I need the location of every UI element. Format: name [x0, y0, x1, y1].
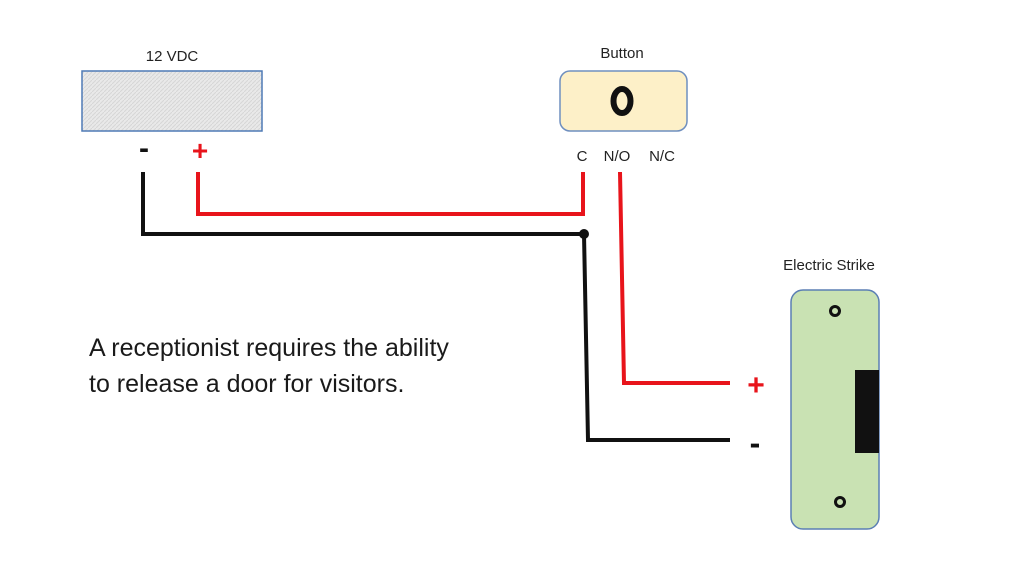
button-terminal-c-label: C: [577, 148, 588, 165]
wire-negative-supply: [141, 172, 584, 236]
caption-line-2: to release a door for visitors.: [89, 370, 405, 398]
push-button-icon: [610, 86, 634, 116]
power-supply-negative-label: -: [139, 132, 149, 165]
electric-strike-label: Electric Strike: [783, 257, 875, 274]
strike-keeper-slot: [855, 370, 879, 453]
push-button-box[interactable]: [559, 70, 688, 132]
strike-negative-label: -: [750, 425, 761, 461]
power-supply-label: 12 VDC: [146, 48, 199, 65]
strike-screw-hole-bottom: [834, 496, 846, 508]
caption-text: A receptionist requires the ability to r…: [89, 330, 549, 402]
button-label: Button: [600, 45, 643, 62]
power-supply-box: [81, 70, 263, 132]
wire-normally-open-to-strike: [618, 171, 730, 385]
button-terminal-nc-label: N/C: [649, 148, 675, 165]
wire-positive-supply-to-common: [196, 172, 585, 216]
wire-negative-to-strike: [582, 233, 730, 442]
strike-screw-hole-top: [829, 305, 841, 317]
caption-line-1: A receptionist requires the ability: [89, 334, 449, 362]
strike-positive-label: +: [747, 369, 765, 402]
power-supply-positive-label: +: [192, 135, 208, 166]
button-terminal-no-label: N/O: [604, 148, 631, 165]
